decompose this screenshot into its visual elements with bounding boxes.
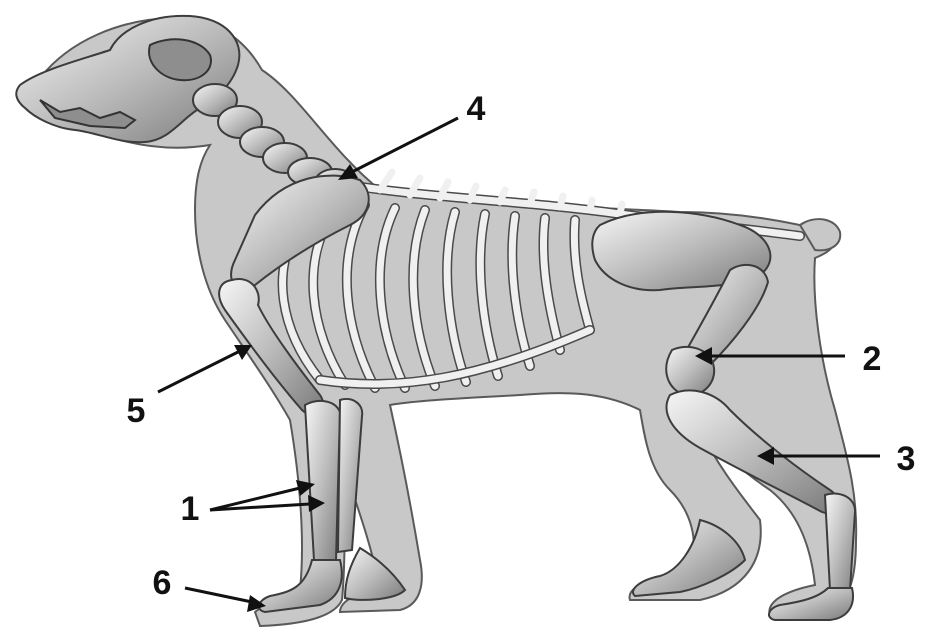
label-4: 4 bbox=[467, 90, 486, 128]
hind-metatarsal bbox=[825, 494, 855, 599]
label-5: 5 bbox=[127, 392, 146, 430]
label-3: 3 bbox=[897, 440, 916, 478]
label-6: 6 bbox=[153, 564, 172, 602]
label-1: 1 bbox=[181, 490, 200, 528]
label-2: 2 bbox=[863, 340, 882, 378]
